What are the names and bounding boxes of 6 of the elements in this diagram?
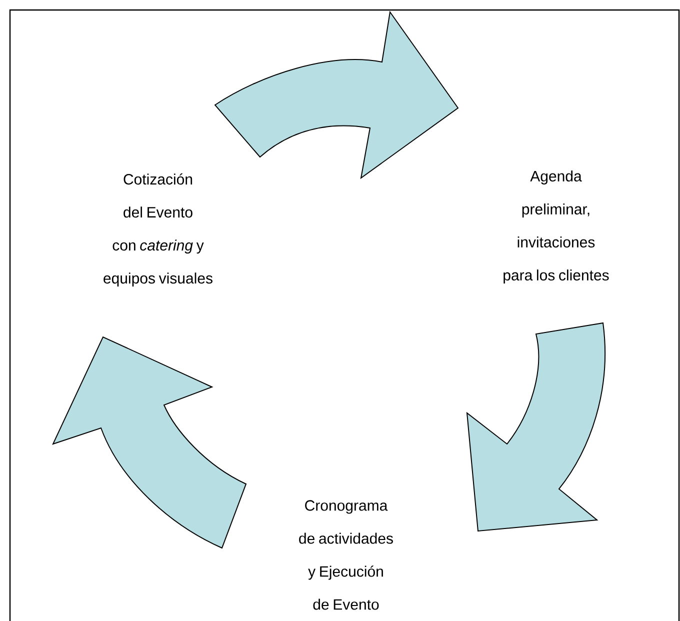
step-text: Cotización del Evento con catering y equipos visuales xyxy=(104,173,212,287)
curved-block-arrow xyxy=(52,336,246,548)
step-text: Agenda preliminar, invitaciones para los clientes xyxy=(504,170,609,284)
curved-block-arrow xyxy=(466,322,606,532)
curved-block-arrow xyxy=(214,12,458,178)
step-text: Cronograma de actividades y Ejecución de Evento xyxy=(299,500,393,610)
